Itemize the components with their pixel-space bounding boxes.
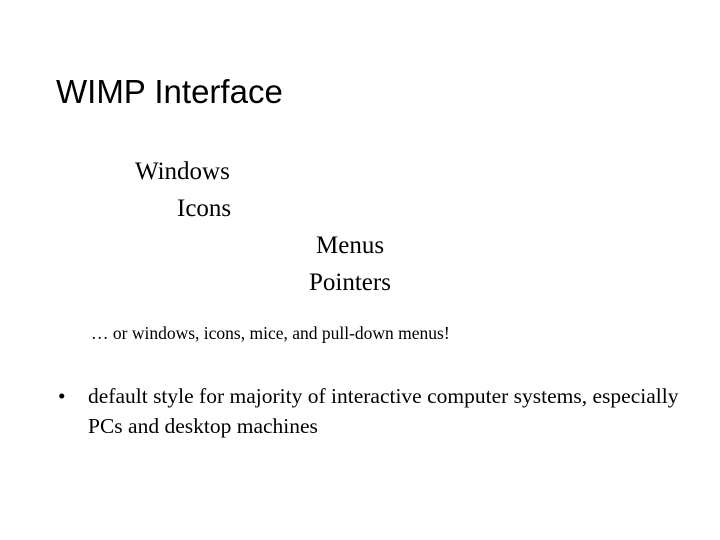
page-title: WIMP Interface — [56, 73, 283, 110]
aside-expansion-text: … or windows, icons, mice, and pull-down… — [91, 323, 450, 343]
wimp-word-windows: Windows — [135, 158, 230, 185]
wimp-word-menus: Menus — [316, 232, 385, 259]
wimp-word-icons: Icons — [177, 195, 232, 222]
bullet-point-icon: • — [58, 384, 66, 408]
wimp-word-pointers: Pointers — [309, 269, 391, 296]
list-item-label: default style for majority of interactiv… — [88, 384, 679, 438]
list-item: • default style for majority of interact… — [0, 381, 720, 441]
bullet-list: • default style for majority of interact… — [0, 381, 720, 441]
